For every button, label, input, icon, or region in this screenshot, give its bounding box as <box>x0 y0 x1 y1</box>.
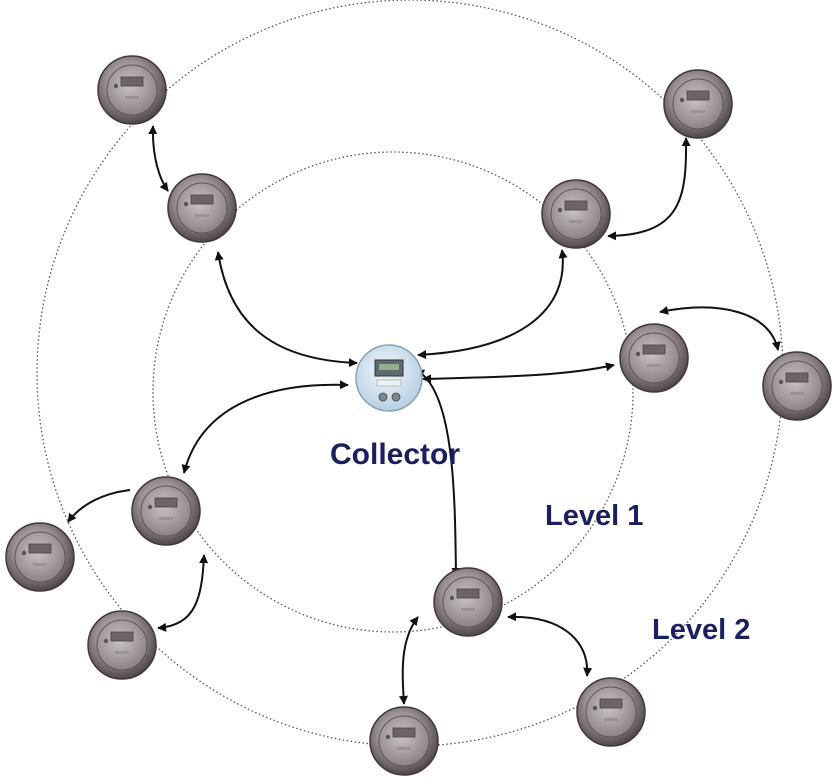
link-arrow <box>415 369 461 577</box>
collector-meter-icon <box>355 344 423 412</box>
link-arrow <box>399 616 419 705</box>
link-arrow <box>157 554 209 632</box>
link-arrows <box>67 125 781 705</box>
electric-meter-icon <box>619 323 689 393</box>
link-arrow <box>417 249 568 360</box>
electric-meter-icon <box>663 69 733 139</box>
electric-meter-icon <box>97 55 167 125</box>
electric-meter-icon <box>5 522 75 592</box>
link-arrow <box>507 612 593 677</box>
electric-meter-icon <box>541 179 611 249</box>
link-arrow <box>659 306 781 351</box>
electric-meter-icon <box>87 610 157 680</box>
link-arrow <box>148 125 169 192</box>
link-arrow <box>214 251 358 368</box>
meter-nodes <box>5 55 832 776</box>
electric-meter-icon <box>433 567 503 637</box>
electric-meter-icon <box>167 173 237 243</box>
electric-meter-icon <box>369 706 439 776</box>
electric-meter-icon <box>762 351 832 421</box>
level-1-ring <box>152 151 634 633</box>
level-2-label: Level 2 <box>652 614 751 646</box>
collector-label: Collector <box>330 438 461 471</box>
electric-meter-icon <box>576 677 646 747</box>
electric-meter-icon <box>131 476 201 546</box>
link-arrow <box>67 489 131 523</box>
link-arrow <box>422 362 615 384</box>
link-arrow <box>181 380 349 474</box>
level-1-label: Level 1 <box>545 500 644 532</box>
link-arrow <box>607 137 691 241</box>
